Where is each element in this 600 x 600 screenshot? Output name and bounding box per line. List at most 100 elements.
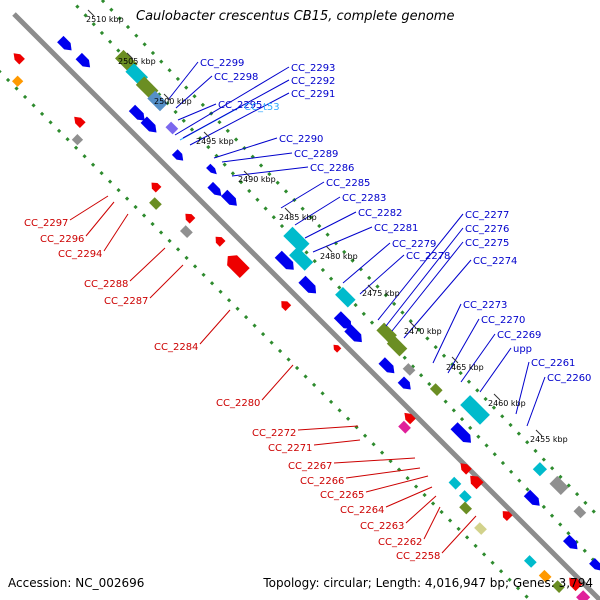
kbp-tick-label: 2460 kbp [488,399,526,408]
feature-box [532,462,547,477]
kbp-tick-label: 2485 kbp [279,213,317,222]
kbp-tick-mark [451,356,459,364]
gene-label-forward: CC_2277 [465,210,509,221]
gene-label-forward: CC_2289 [294,149,338,160]
reverse-gene-arrow [185,213,196,224]
label-leader-line [312,226,373,253]
gene-label-forward: CC_2275 [465,238,509,249]
label-leader-line [129,247,166,282]
feature-box [398,420,411,434]
gene-label-forward: CC_2295 [218,100,262,111]
gene-label-reverse: CC_2297 [24,218,68,229]
kbp-tick-label: 2510 kbp [86,15,124,24]
gene-label-forward: CC_t53 [244,102,280,113]
dotted-guide-line [0,69,533,600]
gene-label-reverse: CC_2265 [320,490,364,501]
genome-backbone [12,12,600,600]
reverse-gene-arrow [13,53,25,65]
forward-gene-arrow [274,250,294,270]
feature-box [459,501,472,515]
gene-label-forward: CC_2292 [291,76,335,87]
label-leader-line [365,475,429,493]
forward-gene-arrow [344,324,362,343]
label-leader-line [441,515,477,554]
feature-box [180,225,193,238]
label-leaders [69,61,546,554]
feature-box [538,569,552,583]
label-leader-line [345,467,421,479]
kbp-tick-label: 2475 kbp [362,289,400,298]
label-leader-line [432,303,462,364]
forward-gene-arrow [140,116,157,133]
gene-label-forward: CC_2291 [291,89,335,100]
kbp-tick-label: 2470 kbp [404,327,442,336]
label-leader-line [333,457,416,464]
gene-label-forward: CC_2290 [279,134,323,145]
gene-label-reverse: CC_2288 [84,279,128,290]
map-title: Caulobacter crescentus CB15, complete ge… [136,9,455,24]
feature-box [71,134,84,146]
gene-label-reverse: CC_2284 [154,342,198,353]
gene-label-reverse: CC_2264 [340,505,384,516]
reverse-gene-arrow [227,255,250,278]
label-leader-line [213,137,278,159]
feature-box [552,580,565,593]
reverse-gene-arrow [460,463,472,475]
feature-box [448,476,462,490]
kbp-tick-mark [126,52,134,60]
label-leader-line [221,152,293,163]
forward-gene-arrow [207,181,222,196]
feature-box [149,197,162,210]
label-leader-line [231,166,309,177]
label-leader-line [149,264,184,299]
reverse-gene-arrow [470,475,484,490]
label-leader-line [174,66,290,136]
gene-label-reverse: CC_2271 [268,443,312,454]
feature-box [147,90,168,112]
gene-label-forward: CC_2276 [465,224,509,235]
label-leader-line [297,425,359,431]
kbp-tick-label: 2500 kbp [154,97,192,106]
forward-gene-arrow [589,558,600,571]
kbp-tick-mark [325,245,333,253]
label-leader-line [313,439,361,446]
gene-label-reverse: CC_2294 [58,249,102,260]
kbp-tick-mark [409,321,417,329]
reverse-gene-arrow [502,511,513,521]
feature-box [335,287,356,308]
gene-label-forward: CC_2270 [481,315,525,326]
label-leader-line [405,495,437,524]
gene-label-forward: CC_2299 [200,58,244,69]
gene-label-forward: CC_2273 [463,300,507,311]
label-leader-line [359,254,405,295]
kbp-tick-label: 2490 kbp [238,175,276,184]
reverse-gene-arrow [281,301,292,311]
feature-box [459,490,472,503]
backbone-line [12,12,600,600]
forward-gene-arrow [333,311,352,329]
label-leader-line [280,181,325,209]
forward-gene-arrow [75,52,91,68]
kbp-tick-label: 2495 kbp [196,137,234,146]
kbp-tick-mark [535,429,543,437]
forward-gene-arrow [397,376,411,390]
label-leader-line [403,259,472,339]
kbp-tick-mark [367,284,375,292]
label-leader-line [377,213,464,321]
forward-gene-arrow [206,163,217,175]
feature-box [460,395,490,425]
gene-label-forward: CC_2282 [358,208,402,219]
feature-box [429,383,443,396]
reverse-gene-arrow [215,236,226,247]
label-leader-line [182,79,290,139]
label-leader-line [199,309,231,345]
gene-label-forward: CC_2285 [326,178,370,189]
label-leader-line [447,318,480,374]
feature-box [549,475,569,495]
gene-label-forward: CC_2261 [531,358,575,369]
label-leader-line [423,506,441,540]
gene-label-reverse: CC_2272 [252,428,296,439]
reverse-gene-arrow [74,116,86,128]
feature-box [165,121,179,135]
